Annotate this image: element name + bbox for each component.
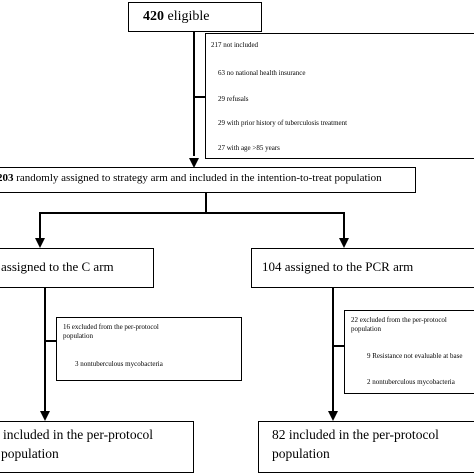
pcr-pp-line1: 82 included in the per-protocol — [272, 427, 439, 442]
pcr-excluded-title: 22 excluded from the per-protocol — [351, 316, 447, 324]
c-arm-box: assigned to the C arm — [0, 248, 154, 288]
pcr-excluded-item: 9 Resistance not evaluable at base — [367, 352, 463, 360]
arrow-to-c-arm — [35, 238, 45, 248]
randomized-count: 203 — [0, 172, 14, 184]
c-excluded-title: population — [63, 332, 93, 340]
not-included-item: 29 with prior history of tuberculosis tr… — [218, 119, 348, 127]
connector-right-down — [343, 212, 345, 238]
eligible-count: 420 — [143, 9, 164, 24]
c-pp-line1: included in the per-protocol — [3, 427, 154, 442]
connector-main-vertical — [193, 32, 195, 156]
randomized-label: randomly assigned to strategy arm and in… — [13, 172, 382, 184]
arrow-to-c-pp — [40, 411, 50, 421]
arrow-to-randomized — [189, 158, 199, 168]
not-included-item: 63 no national health insurance — [218, 69, 306, 77]
arrow-to-pcr-pp — [328, 411, 338, 421]
pcr-arm-label: 104 assigned to the PCR arm — [262, 259, 414, 274]
eligible-label: eligible — [164, 9, 210, 24]
pcr-per-protocol-box: 82 included in the per-protocol populati… — [258, 421, 474, 473]
connector-split-horizontal — [39, 212, 344, 214]
not-included-box: 217 not included 63 no national health i… — [205, 33, 474, 159]
connector-to-not-included — [193, 96, 206, 98]
connector-pcr-vertical — [332, 288, 334, 412]
c-excluded-title: 16 excluded from the per-protocol — [63, 323, 159, 331]
connector-c-vertical — [44, 288, 46, 412]
c-per-protocol-box: included in the per-protocol population — [0, 421, 194, 473]
pcr-pp-line2: population — [272, 446, 330, 461]
pcr-arm-box: 104 assigned to the PCR arm — [251, 248, 474, 288]
not-included-title: 217 not included — [211, 41, 259, 49]
randomized-box: 203 randomly assigned to strategy arm an… — [0, 167, 416, 193]
pcr-excluded-item: 2 nontuberculous mycobacteria — [367, 378, 455, 386]
eligible-box: 420 eligible — [128, 2, 262, 32]
connector-split-vertical — [205, 193, 207, 213]
c-excluded-item: 3 nontuberculous mycobacteria — [75, 360, 163, 368]
pcr-excluded-box: 22 excluded from the per-protocol popula… — [344, 310, 474, 394]
c-pp-line2: population — [1, 446, 59, 461]
connector-to-pcr-excluded — [332, 345, 344, 347]
connector-left-down — [39, 212, 41, 238]
c-excluded-box: 16 excluded from the per-protocol popula… — [56, 317, 242, 381]
connector-to-c-excluded — [44, 340, 56, 342]
arrow-to-pcr-arm — [339, 238, 349, 248]
not-included-item: 27 with age >85 years — [218, 144, 280, 152]
c-arm-label: assigned to the C arm — [1, 259, 114, 274]
pcr-excluded-title: population — [351, 325, 381, 333]
not-included-item: 29 refusals — [218, 95, 249, 103]
